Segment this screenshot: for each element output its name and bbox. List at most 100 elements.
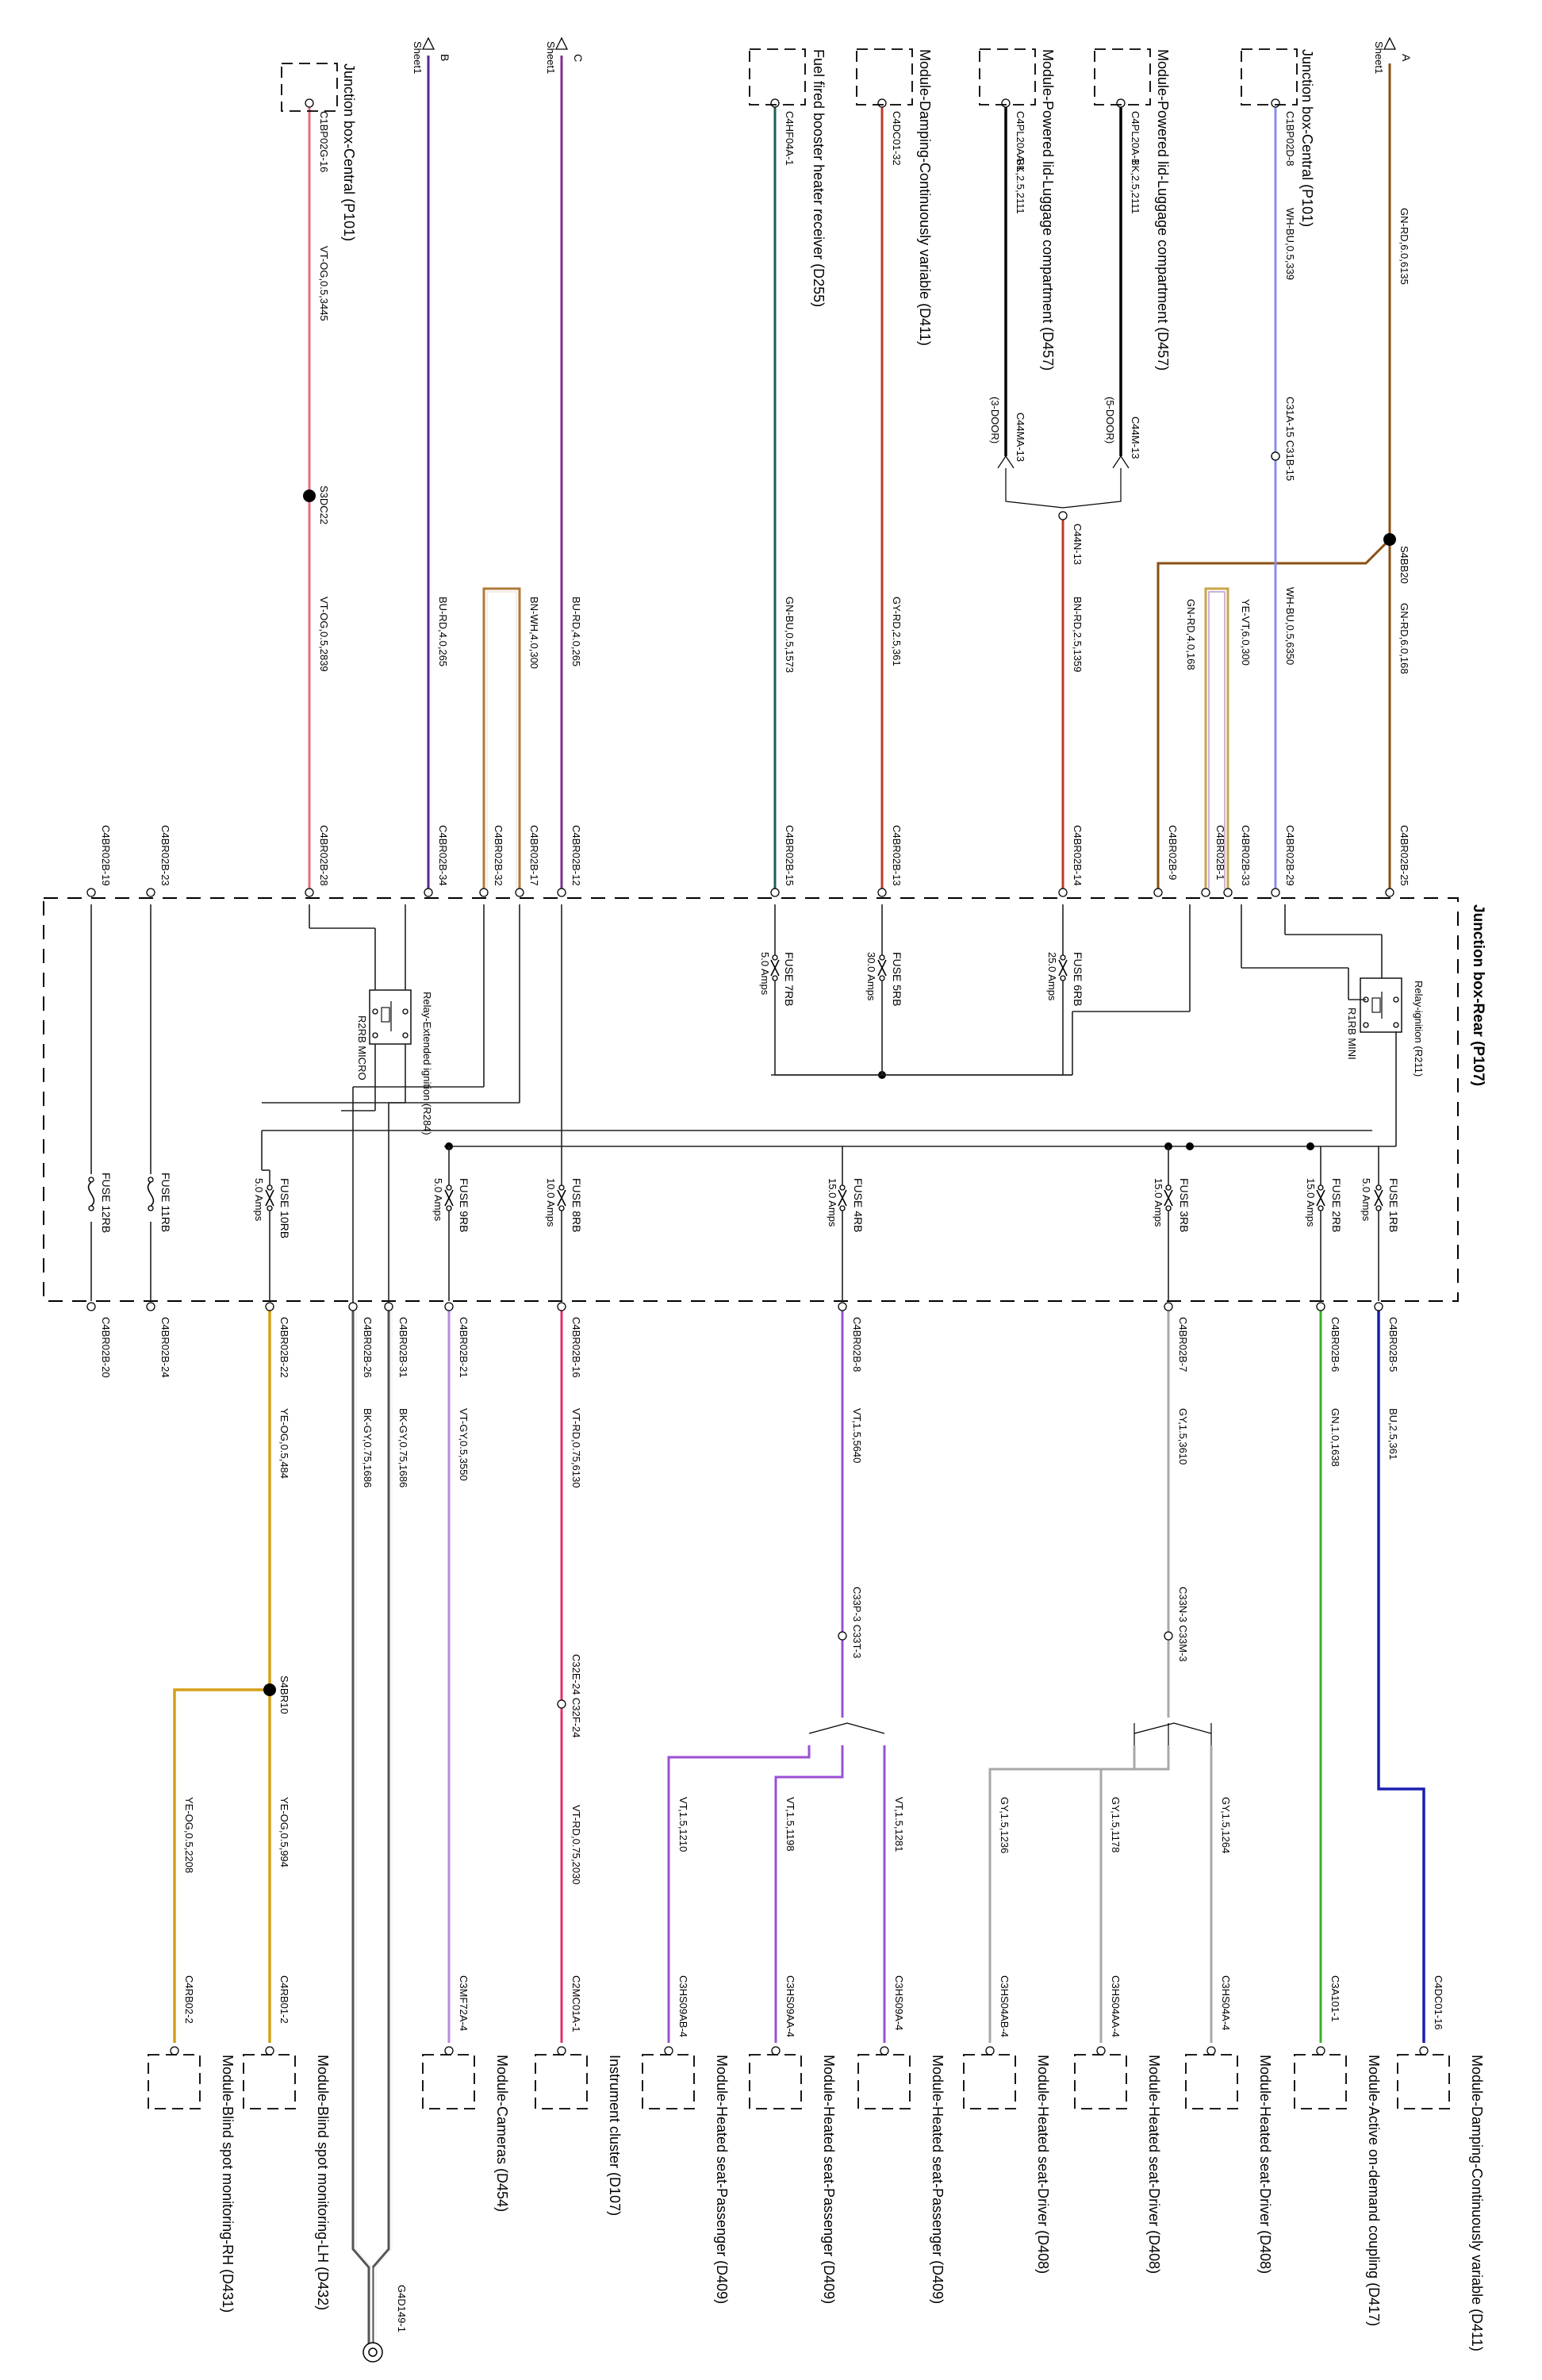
fuse-3rb-amps: 15.0 Amps — [1153, 1178, 1164, 1227]
inline-connectors-bottom — [557, 451, 1280, 1709]
splice-label: S4BB20 — [1398, 546, 1410, 584]
wire-label: VT-OG,0.5,3445 — [318, 246, 330, 321]
wire-label: BK,2.5,2111 — [1015, 159, 1026, 214]
sheet-ref-b: Sheet1 — [412, 41, 424, 74]
rear-pin-labels-bottom: C4BR02B-5 C4BR02B-6 C4BR02B-7 C4BR02B-8 … — [100, 1317, 1399, 1378]
wire-label: VT-OG,0.5,2839 — [318, 597, 330, 672]
pin-label: C4BR02B-12 — [570, 825, 582, 886]
splice-label: C31A-15 C31B-15 — [1284, 397, 1296, 481]
wire-label: WH-BU,0.5,339 — [1284, 208, 1296, 280]
pin-label: C4BR02B-23 — [159, 825, 171, 886]
fuse-5rb-symbol — [877, 904, 887, 1075]
sheet-ref-a: Sheet1 — [1373, 41, 1385, 74]
pin-label: C4BR02B-5 — [1387, 1317, 1399, 1372]
fuse-12rb-symbol — [87, 1177, 95, 1211]
wire-label: VT,1.5,5640 — [851, 1408, 863, 1463]
pin-label: C4BR02B-20 — [100, 1317, 112, 1378]
top-device-pins — [305, 98, 1280, 520]
pin-label: C3HS04A-4 — [1220, 1975, 1232, 2030]
pin-label: C4BR02B-13 — [891, 825, 903, 886]
pin-label: C4PL20A-1 — [1130, 111, 1141, 164]
relay-bottom-code: R2RB MICRO — [356, 1015, 368, 1081]
wire-label: GY,1.5,1236 — [999, 1797, 1011, 1853]
pin-label: C4BR02B-28 — [318, 825, 330, 886]
note-label: (5-DOOR) — [1104, 397, 1116, 443]
fuse-7rb-label: FUSE 7RB — [783, 952, 796, 1006]
fuse-8rb-label: FUSE 8RB — [570, 1178, 583, 1232]
wire-label: BK-GY,0.75,1686 — [362, 1408, 374, 1488]
device-heated-seat-driver-3: Module-Heated seat-Driver (D408) — [1035, 2055, 1051, 2274]
fuse-12rb-label: FUSE 12RB — [100, 1173, 113, 1233]
pin-label: C1BP02G-16 — [318, 111, 330, 172]
pin-label: C4BR02B-26 — [362, 1317, 374, 1378]
device-heated-seat-passenger-3: Module-Heated seat-Passenger (D409) — [714, 2055, 730, 2304]
pin-label: C4BR02B-33 — [1240, 825, 1252, 886]
fuse-4rb-label: FUSE 4RB — [852, 1178, 865, 1232]
wire-label: VT,1.5,1281 — [893, 1797, 905, 1852]
device-junction-box-central-2: Junction box-Central (P101) — [341, 63, 357, 241]
device-cameras: Module-Cameras (D454) — [494, 2055, 510, 2212]
fuse-6rb-label: FUSE 6RB — [1072, 952, 1084, 1006]
junction-box-internal-wiring — [90, 904, 1397, 1309]
wire-label: YE-OG,0.5,484 — [278, 1408, 290, 1479]
splice-label: C44MA-13 — [1015, 413, 1026, 462]
splice-label: C44N-13 — [1072, 524, 1084, 565]
pin-label: C4BR02B-24 — [159, 1317, 171, 1378]
relay-bottom-label: Relay-Extended ignition (R284) — [421, 992, 433, 1135]
pin-label: C4BR02B-31 — [397, 1317, 409, 1378]
bottom-wire-labels: BU,2.5,361 GN,1.0,1638 GY,1.5,3610 C33N-… — [183, 1408, 1399, 1884]
device-damping-continuously-variable: Module-Damping-Continuously variable (D4… — [917, 49, 933, 346]
pin-label: C4BR02B-6 — [1329, 1317, 1341, 1372]
junction-box-rear-title: Junction box-Rear (P107) — [1470, 904, 1486, 1086]
fuse-1rb-symbol — [1374, 1146, 1383, 1301]
wire-label: GN-RD,4.0,168 — [1185, 599, 1197, 670]
fuse-labels: FUSE 7RB 5.0 Amps FUSE 5RB 30.0 Amps FUS… — [100, 952, 1400, 1238]
sheet-letter-a: A — [1400, 54, 1413, 62]
pin-label: C4BR02B-16 — [570, 1317, 582, 1378]
ground-symbol: G4D149-1 — [362, 2285, 408, 2363]
wire-label: YE-OG,0.5,2208 — [183, 1797, 195, 1873]
wire-label: BU-RD,4.0,265 — [437, 597, 449, 666]
fuse-9rb-symbol — [444, 1146, 454, 1301]
pin-label: C4BR02B-22 — [278, 1317, 290, 1378]
relay-top-label: Relay-ignition (R211) — [1413, 981, 1425, 1077]
fuse-9rb-label: FUSE 9RB — [458, 1178, 470, 1232]
device-fuel-fired-booster-heater: Fuel fired booster heater receiver (D255… — [811, 49, 827, 307]
wire-label: GN-RD,6.0,6135 — [1398, 208, 1410, 285]
sheet-letter-b: B — [439, 54, 451, 61]
wire-label: GN-BU,0.5,1573 — [784, 597, 796, 673]
splice-label: C33N-3 C33M-3 — [1177, 1587, 1189, 1662]
bottom-device-pin-labels: C4DC01-16 C3A101-1 C3HS04A-4 C3HS04AA-4 … — [183, 1975, 1444, 2037]
ground-pin-label: G4D149-1 — [396, 2285, 408, 2332]
pin-label: C3MF72A-4 — [458, 1975, 470, 2031]
fuse-10rb-amps: 5.0 Amps — [253, 1178, 265, 1222]
fuse-8rb-symbol — [557, 904, 566, 1301]
device-active-coupling-d417: Module-Active on-demand coupling (D417) — [1366, 2055, 1382, 2326]
wire-label: BK,2.5,2111 — [1130, 159, 1141, 214]
sheet-ref-c: Sheet1 — [545, 41, 557, 74]
top-device-boxes — [281, 48, 1298, 112]
pin-label: C4BR02B-7 — [1177, 1317, 1189, 1372]
fuse-11rb-symbol — [147, 1177, 155, 1211]
pin-label: C4BR02B-1 — [1214, 825, 1226, 880]
fuse-5rb-label: FUSE 5RB — [891, 952, 903, 1006]
pin-label: C4BR02B-19 — [100, 825, 112, 886]
fuse-7rb-amps: 5.0 Amps — [759, 952, 771, 996]
wire-label: BN-RD,2.5,1359 — [1072, 597, 1084, 672]
fuse-9rb-amps: 5.0 Amps — [432, 1178, 444, 1222]
pin-label: C4BR02B-14 — [1072, 825, 1084, 886]
fuse-4rb-symbol — [838, 1146, 847, 1301]
device-instrument-cluster: Instrument cluster (D107) — [607, 2055, 623, 2216]
wire-label: YE-OG,0.5,994 — [278, 1797, 290, 1868]
top-device-pin-labels: C1BP02D-8 C4PL20A-1 C4PL20AA-1 C4DC01-32… — [318, 111, 1296, 172]
pin-label: C3HS04AB-4 — [999, 1975, 1011, 2037]
device-heated-seat-driver-1: Module-Heated seat-Driver (D408) — [1257, 2055, 1273, 2274]
wire-label: VT,1.5,1210 — [677, 1797, 689, 1852]
fuse-10rb-label: FUSE 10RB — [278, 1178, 291, 1238]
pin-label: C3HS09AA-4 — [784, 1975, 796, 2037]
fuse-8rb-amps: 10.0 Amps — [545, 1178, 557, 1227]
pin-label: C1BP02D-8 — [1284, 111, 1296, 166]
pin-label: C4DC01-32 — [891, 111, 903, 166]
rear-pin-labels-top: C4BR02B-25 C4BR02B-29 C4BR02B-33 C4BR02B… — [100, 825, 1410, 886]
pin-label: C4BR02B-34 — [437, 825, 449, 886]
